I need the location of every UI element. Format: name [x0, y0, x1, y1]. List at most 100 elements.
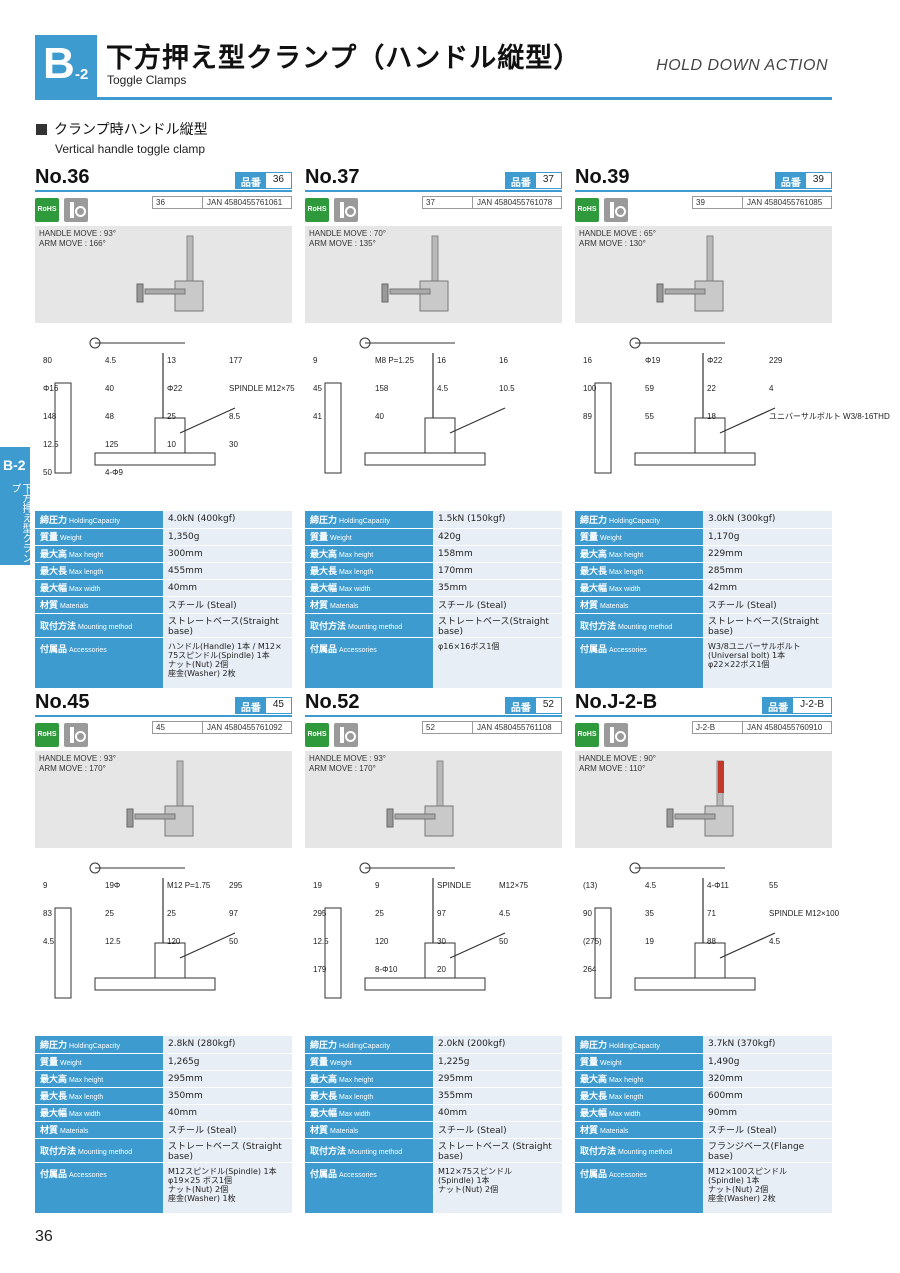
spec-key-en: Mounting method	[78, 1148, 133, 1156]
spec-key-en: Materials	[60, 1128, 89, 1135]
dimension-label: 295	[313, 909, 327, 918]
dimension-label: 9	[313, 356, 318, 365]
clamp-photo-illustration	[656, 235, 724, 312]
product-model: No.52	[305, 691, 360, 713]
spec-key-ja: 取付方法	[310, 621, 347, 632]
spec-value: 1.5kN (150kgf)	[433, 511, 562, 529]
product-card-header: No.36 品番 36	[35, 166, 292, 192]
spec-key-ja: 最大幅	[580, 584, 608, 594]
photo-arm	[394, 813, 436, 820]
spec-key-ja: 取付方法	[40, 621, 77, 632]
drawing-body	[694, 942, 726, 979]
clamp-photo-illustration	[386, 760, 454, 837]
spec-value: 229mm	[703, 545, 832, 563]
spec-key-ja: 質量	[40, 533, 59, 543]
product-model: No.39	[575, 166, 630, 188]
drawing-body	[154, 417, 186, 454]
product-model: No.J-2-B	[575, 691, 658, 713]
spec-value: 170mm	[433, 562, 562, 580]
spec-value: ストレートベース(Straight base)	[703, 613, 832, 638]
product-model: No.36	[35, 166, 90, 188]
spec-key-en: Max height	[609, 1077, 644, 1084]
dimension-label: 179	[313, 965, 327, 974]
accessory-item: M12×100スピンドル	[708, 1166, 788, 1176]
part-number-value: 36	[265, 173, 291, 188]
page-subtitle: Toggle Clamps	[107, 73, 187, 87]
spec-value: 40mm	[433, 1104, 562, 1122]
photo-arm	[144, 288, 186, 295]
spec-key-ja: 付属品	[310, 644, 338, 655]
side-index-tab[interactable]: B-2 下方押え型クランプ	[0, 447, 31, 565]
dimension-label: 71	[707, 909, 716, 918]
spec-value: 158mm	[433, 545, 562, 563]
spec-key-en: Max height	[69, 1077, 104, 1084]
arm-move: ARM MOVE : 110°	[579, 764, 646, 773]
subsection-title-ja: クランプ時ハンドル縦型	[54, 122, 208, 138]
motion-spec: HANDLE MOVE : 70° ARM MOVE : 135°	[309, 229, 386, 249]
spec-key-en: Accessories	[339, 646, 377, 654]
product-card-36: No.36 品番 36 RoHS 36 JAN 4580455761061 HA…	[35, 166, 295, 689]
spec-key-ja: 付属品	[580, 644, 608, 655]
photo-body	[174, 280, 204, 312]
drawing-arm	[719, 932, 776, 959]
dimension-label: 8-Φ10	[375, 965, 398, 974]
dimension-label: 80	[43, 356, 52, 365]
side-tab-code: B-2	[3, 457, 26, 473]
spec-value: 1,265g	[163, 1053, 292, 1071]
spec-key-en: HoldingCapacity	[69, 1042, 120, 1050]
drawing-arm	[719, 407, 776, 434]
arm-move: ARM MOVE : 130°	[579, 239, 646, 248]
accessory-item: φ22×22ボス1個	[708, 659, 770, 669]
spec-key-en: Weight	[600, 535, 622, 542]
spec-key-en: Materials	[330, 1128, 359, 1135]
drawing-arm	[179, 932, 236, 959]
part-number-value: 39	[805, 173, 831, 188]
spec-value: ストレートベース(Straight base)	[433, 613, 562, 638]
spec-key-en: Mounting method	[348, 1148, 403, 1156]
jan-code-box: 45 JAN 4580455761092	[152, 721, 292, 734]
spec-key-ja: 最大高	[310, 550, 338, 560]
motion-spec: HANDLE MOVE : 93° ARM MOVE : 166°	[39, 229, 116, 249]
spec-value: 1,225g	[433, 1053, 562, 1071]
spec-key-en: Max width	[339, 586, 371, 593]
spec-value: 355mm	[433, 1087, 562, 1105]
spec-value: 600mm	[703, 1087, 832, 1105]
product-card-meta: RoHS 52 JAN 4580455761108	[305, 717, 562, 751]
photo-arm	[664, 288, 706, 295]
accessory-item: M12×75スピンドル	[438, 1166, 512, 1176]
dimension-label: 25	[105, 909, 114, 918]
rohs-icon: RoHS	[575, 198, 599, 222]
part-number-box: 品番 37	[504, 172, 562, 189]
spec-value: ストレートベース (Straight base)	[433, 1138, 562, 1163]
mounting-bolt-icon	[64, 198, 88, 222]
spec-key-ja: 質量	[580, 533, 599, 543]
accessory-item: (Spindle) 1本	[438, 1175, 490, 1185]
mounting-bolt-icon	[334, 198, 358, 222]
jan-code-box: 39 JAN 4580455761085	[692, 196, 832, 209]
drawing-side-view	[324, 382, 342, 474]
photo-spindle	[656, 283, 664, 303]
part-number-box: 品番 39	[774, 172, 832, 189]
product-photo: HANDLE MOVE : 90° ARM MOVE : 110°	[575, 751, 832, 848]
spec-key-ja: 締圧力	[40, 1040, 68, 1051]
dimension-label: 4.5	[769, 937, 781, 946]
part-number-box: 品番 36	[234, 172, 292, 189]
jan-code-box: 37 JAN 4580455761078	[422, 196, 562, 209]
accessory-item: 座金(Washer) 2枚	[708, 1193, 776, 1203]
drawing-body	[154, 942, 186, 979]
spec-key-ja: 材質	[310, 1126, 329, 1136]
spec-key-en: Max length	[339, 1094, 374, 1101]
accessory-item: φ19×25 ボス1個	[168, 1175, 232, 1185]
clamp-photo-illustration	[136, 235, 204, 312]
